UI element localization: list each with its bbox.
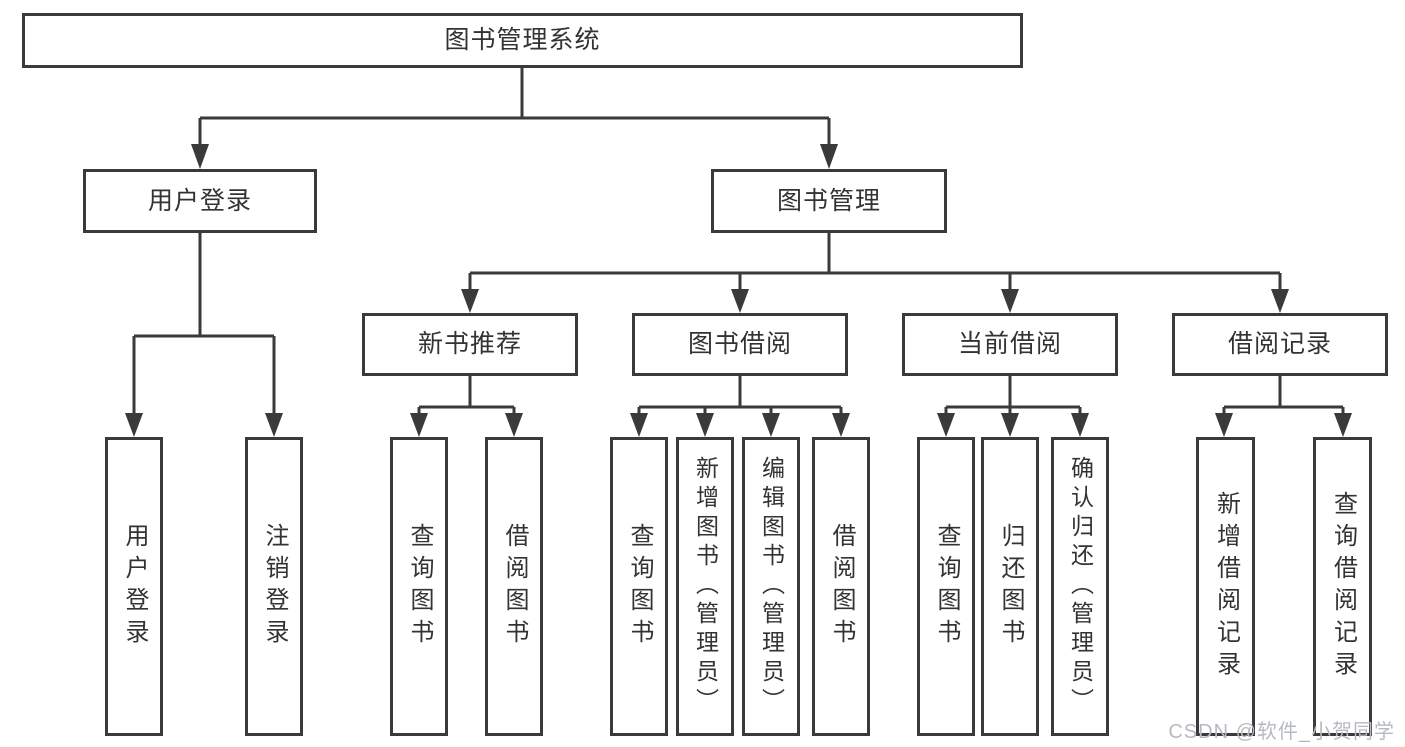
node-user-login-label: 用户登录 xyxy=(147,186,252,215)
node-root-label: 图书管理系统 xyxy=(444,26,601,54)
leaf-query-books-borrowing: 查询图书 xyxy=(610,437,668,736)
node-user-login: 用户登录 xyxy=(83,169,317,233)
node-root: 图书管理系统 xyxy=(22,13,1023,68)
node-book-management-label: 图书管理 xyxy=(776,186,881,215)
leaf-borrow-books-recommend-label: 借阅图书 xyxy=(501,522,528,651)
leaf-confirm-return-admin: 确认归还（管理员） xyxy=(1051,437,1109,736)
leaf-query-books-recommend: 查询图书 xyxy=(390,437,448,736)
leaf-add-borrow-record-label: 新增借阅记录 xyxy=(1212,490,1240,683)
node-current-borrowing-label: 当前借阅 xyxy=(957,330,1062,358)
leaf-query-books-borrowing-label: 查询图书 xyxy=(626,522,653,651)
leaf-return-books-label: 归还图书 xyxy=(997,522,1024,651)
node-current-borrowing: 当前借阅 xyxy=(902,313,1118,376)
node-borrowing-records: 借阅记录 xyxy=(1172,313,1388,376)
leaf-logout-label: 注销登录 xyxy=(261,522,288,651)
node-book-borrowing: 图书借阅 xyxy=(632,313,848,376)
node-new-book-recommend-label: 新书推荐 xyxy=(417,330,522,358)
leaf-borrow-books-recommend: 借阅图书 xyxy=(485,437,543,736)
leaf-edit-book-admin: 编辑图书（管理员） xyxy=(742,437,800,736)
leaf-user-login-label: 用户登录 xyxy=(121,522,148,651)
leaf-add-borrow-record: 新增借阅记录 xyxy=(1196,437,1255,736)
leaf-logout: 注销登录 xyxy=(245,437,303,736)
leaf-query-books-recommend-label: 查询图书 xyxy=(406,522,433,651)
leaf-query-books-current: 查询图书 xyxy=(917,437,975,736)
watermark: CSDN @软件_小贺同学 xyxy=(1168,721,1395,743)
leaf-borrow-books-label: 借阅图书 xyxy=(828,522,855,651)
leaf-borrow-books: 借阅图书 xyxy=(812,437,870,736)
leaf-add-book-admin: 新增图书（管理员） xyxy=(676,437,734,736)
leaf-edit-book-admin-label: 编辑图书（管理员） xyxy=(758,456,785,717)
node-book-borrowing-label: 图书借阅 xyxy=(687,330,792,358)
leaf-user-login: 用户登录 xyxy=(105,437,163,736)
leaf-return-books: 归还图书 xyxy=(981,437,1039,736)
leaf-query-borrow-record: 查询借阅记录 xyxy=(1313,437,1372,736)
leaf-query-borrow-record-label: 查询借阅记录 xyxy=(1329,490,1357,683)
node-borrowing-records-label: 借阅记录 xyxy=(1227,330,1332,358)
leaf-confirm-return-admin-label: 确认归还（管理员） xyxy=(1067,456,1094,717)
node-book-management: 图书管理 xyxy=(711,169,947,233)
leaf-query-books-current-label: 查询图书 xyxy=(933,522,960,651)
leaf-add-book-admin-label: 新增图书（管理员） xyxy=(692,456,719,717)
node-new-book-recommend: 新书推荐 xyxy=(362,313,578,376)
